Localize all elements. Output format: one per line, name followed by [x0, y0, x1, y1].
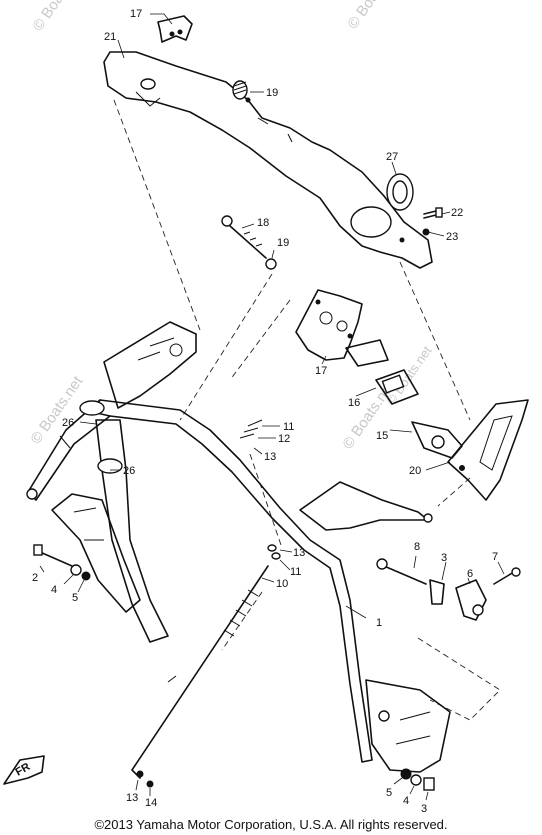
part-label: 12 [278, 433, 290, 445]
part-label: 13 [264, 451, 276, 463]
part-label: 10 [276, 578, 288, 590]
part-label: 16 [348, 397, 360, 409]
part-label: 7 [492, 551, 498, 563]
copyright-notice: ©2013 Yamaha Motor Corporation, U.S.A. A… [94, 817, 448, 832]
bracket-clip [157, 15, 193, 43]
clip-set [239, 419, 281, 560]
part-label: 13 [126, 792, 138, 804]
step-bracket [447, 399, 529, 501]
cotter-pin [146, 780, 154, 788]
part-label: 17 [315, 365, 327, 377]
part-label: 15 [376, 430, 388, 442]
part-label: 19 [277, 237, 289, 249]
part-label: 8 [414, 541, 420, 553]
cross-member [299, 481, 433, 531]
part-label: 6 [467, 568, 473, 580]
front-arrow-icon: FR [3, 755, 45, 785]
cover-plate [103, 51, 433, 269]
left-leg [79, 400, 169, 643]
main-frame-tube [26, 399, 373, 763]
part-label: 23 [446, 231, 458, 243]
nut [265, 258, 277, 270]
arm [411, 421, 463, 459]
part-label: 4 [51, 584, 57, 596]
part-label: 20 [409, 465, 421, 477]
part-label: 17 [130, 8, 142, 20]
part-label: 22 [451, 207, 463, 219]
part-label: 21 [104, 31, 116, 43]
part-label: 4 [403, 795, 409, 807]
part-label: 26 [62, 417, 74, 429]
rod [131, 565, 269, 779]
part-label: 27 [386, 151, 398, 163]
left-bolt-set [33, 544, 91, 581]
part-label: 26 [123, 465, 135, 477]
right-foot-pad [365, 679, 451, 773]
frame-upper-arm [103, 321, 197, 409]
part-label: 11 [290, 566, 301, 578]
spring [232, 80, 248, 100]
assembly-guide-lines [113, 99, 501, 721]
part-label: 14 [145, 797, 157, 809]
mounting-plate [295, 289, 363, 361]
bolt [221, 215, 267, 259]
watermark: © Boats.net [344, 0, 403, 32]
part-label: 1 [376, 617, 382, 629]
bottom-right-fasteners [400, 768, 435, 791]
right-bolt-set [376, 558, 521, 621]
exploded-parts-diagram: © Boats.net © Boats.net © Boats.net © Bo… [3, 0, 529, 815]
part-label: 2 [32, 572, 38, 584]
screw [423, 207, 443, 219]
bracket [345, 339, 419, 405]
part-label: 3 [441, 552, 447, 564]
part-label: 5 [72, 592, 78, 604]
watermark: © Boats.net [27, 372, 86, 447]
part-label: 11 [283, 421, 294, 433]
front-marker-label: FR [14, 761, 33, 779]
part-label: 18 [257, 217, 269, 229]
leader-lines [39, 13, 505, 801]
watermark: © Boats.net [29, 0, 88, 34]
left-foot-pad [51, 493, 141, 613]
ring [386, 173, 414, 211]
part-label: 5 [386, 787, 392, 799]
part-label: 13 [293, 547, 305, 559]
clip [136, 770, 144, 778]
part-label: 3 [421, 803, 427, 815]
part-label: 19 [266, 87, 278, 99]
